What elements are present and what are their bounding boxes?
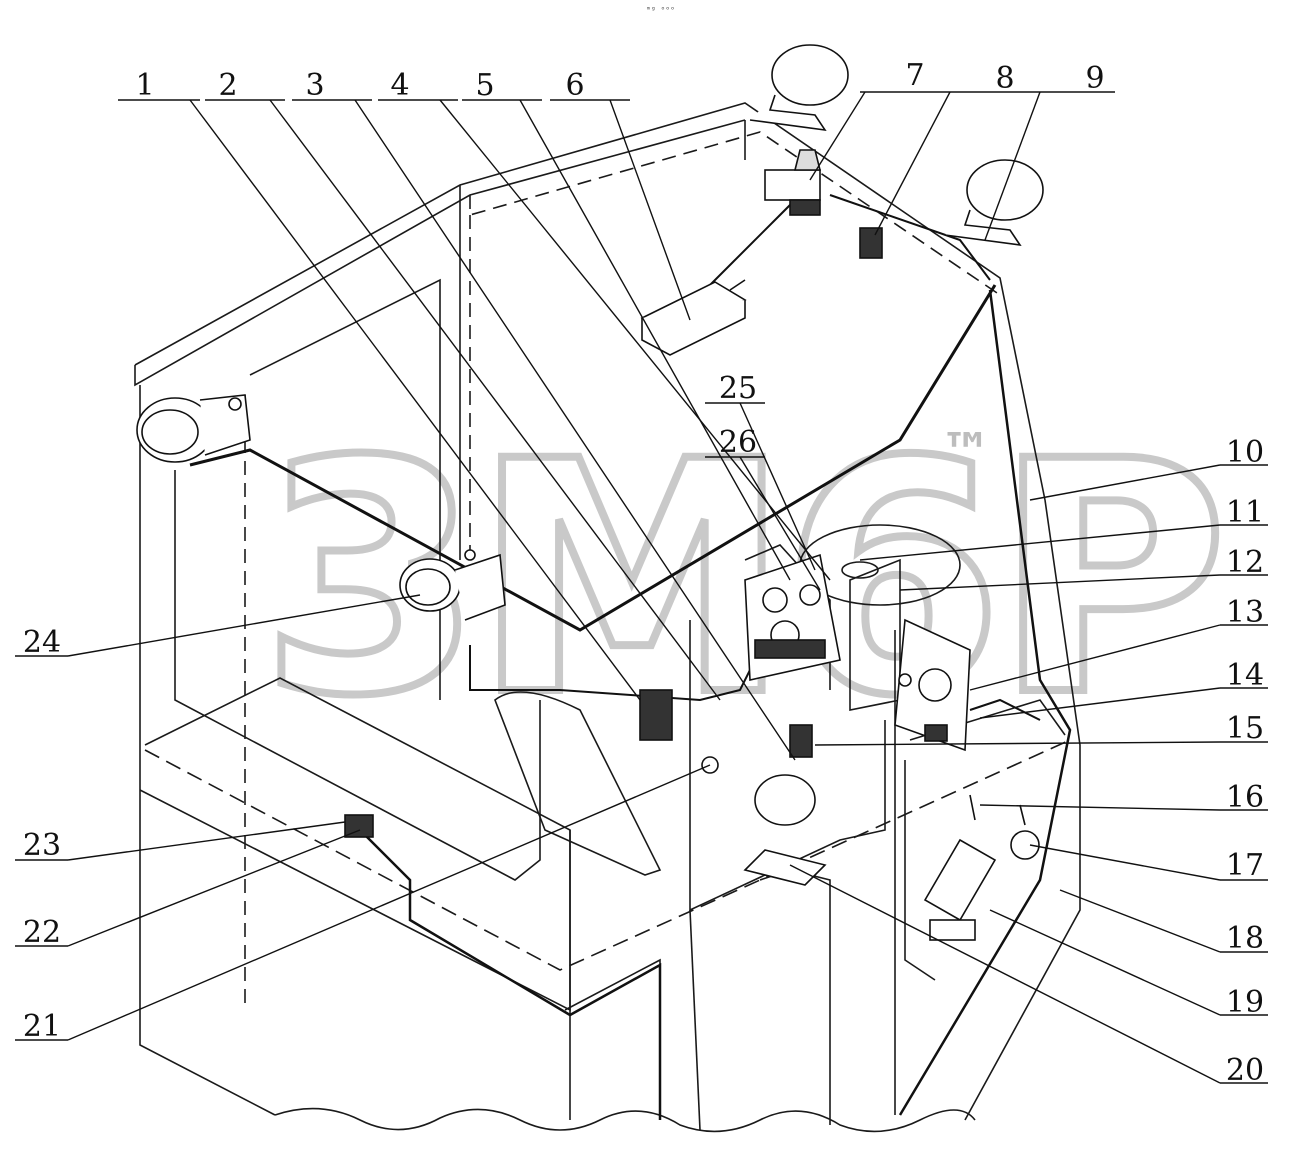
callout-number: 24 [23,625,61,660]
callout-leader-line [1059,889,1221,953]
callout-number: 15 [1226,711,1264,746]
callout-leader-line [67,594,421,657]
callout-leader-line [874,91,951,236]
components [136,44,1044,941]
callout-leader-line [1029,844,1221,881]
callout-number: 11 [1226,495,1264,530]
callout-number: 5 [475,68,494,103]
callout-leader-line [899,574,1221,591]
callout-number: 17 [1226,848,1264,883]
callout-leader-line [439,99,831,581]
callout-21: 21 [15,764,711,1044]
callout-17: 17 [1029,844,1268,883]
callout-2: 2 [205,68,721,701]
callout-13: 13 [969,595,1268,691]
callout-number: 25 [719,371,757,406]
callout-number: 1 [135,68,154,103]
fuse-block [639,689,673,741]
callout-leader-line [814,741,1221,746]
callout-number: 6 [565,68,584,103]
callout-leader-line [67,764,711,1041]
combination-switch [743,724,827,886]
callout-16: 16 [979,780,1268,815]
callout-number: 2 [218,68,237,103]
callout-leader-line [189,99,641,701]
callout-19: 19 [989,909,1268,1020]
callout-leader-line [67,829,361,947]
right-controls [923,794,1040,941]
callout-10: 10 [1029,435,1268,501]
callout-1: 1 [118,68,641,701]
callout-leader-line [979,804,1221,811]
wiring-harness [189,174,1072,1120]
callout-25: 25 [705,371,816,571]
callout-leader-line [989,909,1221,1016]
top-mark: ᵐᵍ ᵒᵒᵒ [646,5,675,14]
callout-leader-line [354,99,796,761]
callout-leader-line [809,91,866,181]
callout-number: 16 [1226,780,1264,815]
callout-22: 22 [15,829,361,950]
callout-number: 19 [1226,985,1264,1020]
callout-23: 23 [15,821,346,863]
callout-5: 5 [462,68,791,581]
callout-leader-line [979,687,1221,719]
callout-leader-line [67,821,346,861]
callout-leader-line [984,91,1041,241]
callout-leader-line [969,624,1221,691]
callout-11: 11 [859,495,1268,561]
callout-number: 12 [1226,545,1264,580]
callout-leader-line [609,99,691,321]
callout-number: 21 [23,1009,61,1044]
switch-8 [859,227,883,259]
callout-9: 9 [984,61,1115,241]
callout-number: 9 [1085,61,1104,96]
callout-18: 18 [1059,889,1268,956]
callout-leader-line [739,456,821,591]
callout-number: 10 [1226,435,1264,470]
roof-lamp-left [136,394,251,463]
callout-12: 12 [899,545,1268,591]
callout-number: 22 [23,915,61,950]
callout-leader-line [269,99,721,701]
callout-number: 13 [1226,595,1264,630]
watermark-tm: ™ [940,423,992,483]
callout-leader-line [859,524,1221,561]
callout-number: 8 [995,61,1014,96]
callout-7: 7 [809,58,945,181]
right-dash-panel [894,618,971,752]
beacon [764,149,822,216]
rear-lamp-1 [749,44,849,132]
callout-4: 4 [378,68,831,581]
callout-6: 6 [550,68,691,321]
callout-3: 3 [292,68,796,761]
callout-24: 24 [15,594,421,660]
callout-15: 15 [814,711,1268,746]
callout-leader-line [1029,464,1221,501]
callout-leader-line [789,864,1221,1084]
callout-8: 8 [874,61,1030,236]
callout-number: 26 [719,425,757,460]
callout-20: 20 [789,864,1268,1088]
callout-leader-line [519,99,791,581]
callout-number: 7 [905,58,924,93]
roof-lamp-middle [399,549,506,621]
callout-14: 14 [979,658,1268,719]
relay-box [640,279,747,356]
callout-number: 23 [23,828,61,863]
instrument-panel [744,553,841,681]
callout-leader-line [739,402,816,571]
callout-number: 14 [1226,658,1264,693]
callout-number: 3 [305,68,324,103]
callout-number: 4 [390,68,409,103]
callout-number: 20 [1226,1053,1264,1088]
callout-number: 18 [1226,921,1264,956]
connector-23 [344,814,374,838]
callout-26: 26 [705,425,821,591]
rear-lamp-2 [944,159,1044,247]
